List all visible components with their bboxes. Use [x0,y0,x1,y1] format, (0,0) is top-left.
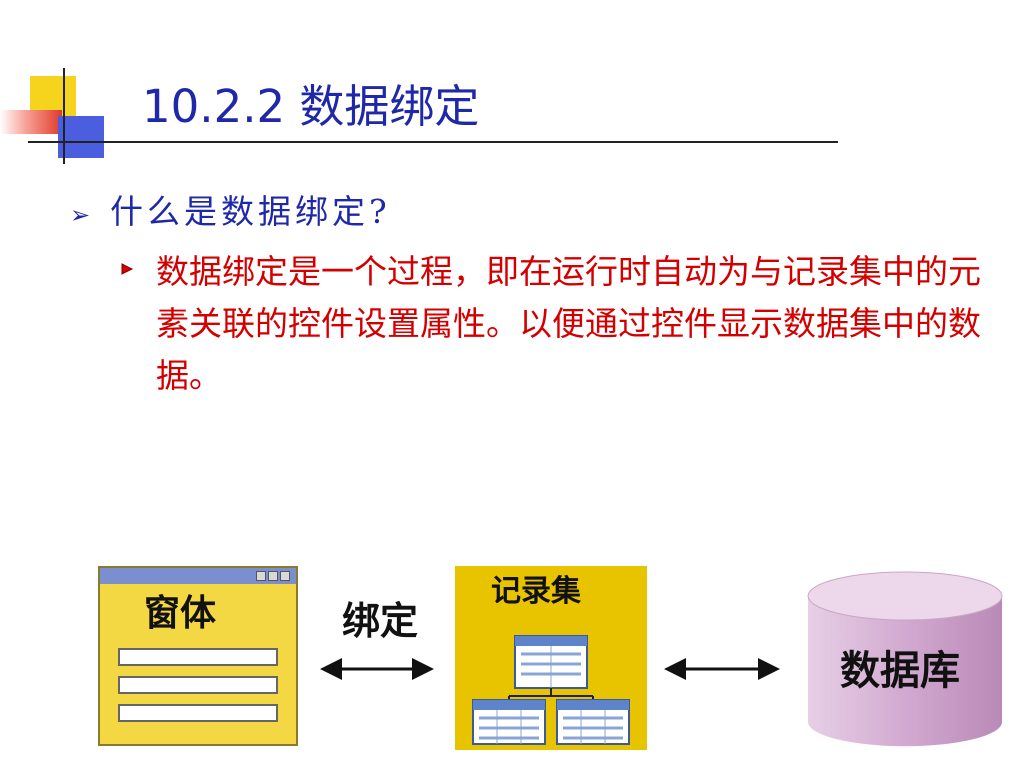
maximize-icon [268,571,278,581]
slide-title: 10.2.2 数据绑定 [142,80,480,133]
arrow-bullet-icon [121,263,134,275]
title-underline [28,141,838,143]
title-deco-vertical-line [63,68,65,164]
table-tree-icon [472,635,630,745]
minimize-icon [256,571,266,581]
close-icon [280,571,290,581]
form-field [118,676,278,694]
title-deco-blue-square [58,116,104,158]
answer-text: 数据绑定是一个过程，即在运行时自动为与记录集中的元素关联的控件设置属性。以便通过… [156,252,981,395]
binding-label: 绑定 [342,599,419,643]
form-field [118,648,278,666]
form-titlebar [100,568,296,584]
recordset-illustration: 记录集 [455,566,647,750]
title-deco-red-bar [0,110,62,134]
double-arrow-icon [320,658,434,680]
chevron-bullet-icon: ➢ [70,201,91,229]
database-label: 数据库 [840,648,960,694]
question-text: 什么是数据绑定? [110,192,391,231]
form-label: 窗体 [144,593,217,634]
double-arrow-icon [664,658,780,680]
recordset-label: 记录集 [491,574,581,609]
form-window-illustration: 窗体 [98,566,298,746]
form-field [118,704,278,722]
database-cylinder-icon [807,571,1003,747]
